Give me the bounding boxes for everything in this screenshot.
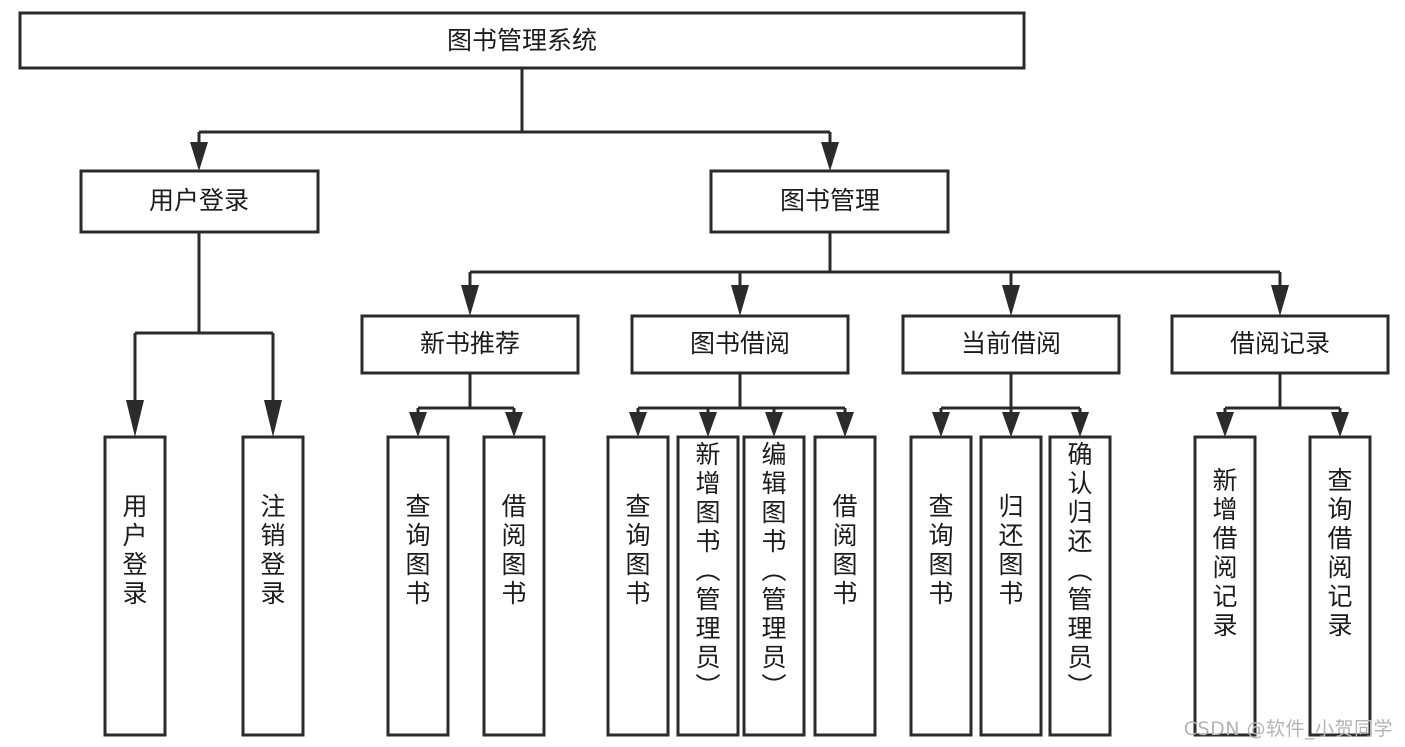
arrow-borrow-record (1271, 285, 1289, 316)
node-leaf-add-record-box[interactable] (1193, 435, 1257, 737)
node-leaf-borrow-book-1-box[interactable] (482, 435, 546, 737)
node-leaf-query-book-1-box[interactable] (386, 435, 450, 737)
node-new-book-recommend-box[interactable] (360, 314, 580, 375)
node-book-borrow-box[interactable] (630, 314, 850, 375)
node-leaf-query-book-3-box[interactable] (909, 435, 973, 737)
node-leaf-add-record[interactable]: 新增借阅记录 (1193, 435, 1257, 737)
node-leaf-user-logout-box[interactable] (241, 435, 305, 737)
node-leaf-confirm-return-box[interactable] (1048, 435, 1112, 737)
node-leaf-user-logout[interactable]: 注销登录 (241, 435, 305, 737)
node-new-book-recommend[interactable]: 新书推荐 (360, 314, 580, 375)
node-current-borrow[interactable]: 当前借阅 (901, 314, 1121, 375)
node-user-login-label: 用户登录 (149, 186, 249, 215)
arrow-book-manage (821, 142, 839, 171)
node-leaf-add-book-label: 新增图书︵管理员︶ (695, 440, 720, 701)
arrow-query-book-2 (629, 412, 647, 437)
node-borrow-record[interactable]: 借阅记录 (1170, 314, 1390, 375)
node-leaf-query-book-1[interactable]: 查询图书 (386, 435, 450, 737)
node-leaf-borrow-book-2-box[interactable] (813, 435, 877, 737)
node-leaf-query-book-3-label: 查询图书 (928, 492, 953, 608)
arrow-query-book-3 (932, 412, 950, 437)
node-book-manage-box[interactable] (709, 169, 950, 234)
node-user-login-box[interactable] (79, 169, 320, 234)
node-leaf-return-book-label: 归还图书 (998, 492, 1023, 608)
node-leaf-edit-book-box[interactable] (742, 435, 806, 737)
node-leaf-add-book-box[interactable] (676, 435, 740, 737)
arrow-new-book-recommend (461, 285, 479, 316)
arrow-borrow-book-2 (836, 412, 854, 437)
node-leaf-borrow-book-2[interactable]: 借阅图书 (813, 435, 877, 737)
node-new-book-recommend-label: 新书推荐 (420, 329, 520, 358)
node-user-login[interactable]: 用户登录 (79, 169, 320, 234)
node-leaf-query-book-2[interactable]: 查询图书 (606, 435, 670, 737)
node-leaf-user-login[interactable]: 用户登录 (103, 435, 167, 737)
node-root-box[interactable] (18, 11, 1026, 70)
node-leaf-query-book-2-label: 查询图书 (625, 492, 650, 608)
node-borrow-record-box[interactable] (1170, 314, 1390, 375)
arrow-return-book (1002, 412, 1020, 437)
node-leaf-query-book-1-label: 查询图书 (405, 492, 430, 608)
node-book-manage-label: 图书管理 (780, 186, 880, 215)
arrow-leaf-user-login (126, 400, 144, 437)
node-leaf-borrow-book-1-label: 借阅图书 (501, 492, 526, 608)
node-leaf-user-login-box[interactable] (103, 435, 167, 737)
node-leaf-borrow-book-1[interactable]: 借阅图书 (482, 435, 546, 737)
arrow-query-book-1 (409, 412, 427, 437)
node-leaf-query-book-3[interactable]: 查询图书 (909, 435, 973, 737)
node-book-borrow-label: 图书借阅 (690, 329, 790, 358)
node-root[interactable]: 图书管理系统 (18, 11, 1026, 70)
arrow-add-book (699, 412, 717, 437)
node-leaf-user-logout-label: 注销登录 (260, 492, 285, 608)
node-leaf-return-book-box[interactable] (979, 435, 1043, 737)
arrow-borrow-book-1 (505, 412, 523, 437)
arrow-add-record (1216, 412, 1234, 437)
node-leaf-query-record[interactable]: 查询借阅记录 (1308, 435, 1372, 737)
arrow-confirm-return (1071, 412, 1089, 437)
node-root-label: 图书管理系统 (447, 26, 597, 55)
arrow-book-borrow (731, 285, 749, 316)
node-leaf-edit-book[interactable]: 编辑图书︵管理员︶ (742, 435, 806, 737)
node-leaf-user-login-label: 用户登录 (122, 492, 147, 608)
node-leaf-query-record-label: 查询借阅记录 (1327, 466, 1352, 640)
node-borrow-record-label: 借阅记录 (1230, 329, 1330, 358)
node-leaf-query-book-2-box[interactable] (606, 435, 670, 737)
node-leaf-add-record-label: 新增借阅记录 (1212, 466, 1237, 640)
arrow-query-record (1331, 412, 1349, 437)
edges-layer (126, 68, 1349, 437)
arrow-user-login (190, 142, 208, 171)
node-leaf-borrow-book-2-label: 借阅图书 (832, 492, 857, 608)
node-leaf-confirm-return-label: 确认归还︵管理员︶ (1067, 440, 1092, 701)
node-leaf-confirm-return[interactable]: 确认归还︵管理员︶ (1048, 435, 1112, 737)
arrow-current-borrow (1002, 285, 1020, 316)
node-book-manage[interactable]: 图书管理 (709, 169, 950, 234)
node-leaf-query-record-box[interactable] (1308, 435, 1372, 737)
arrow-edit-book (765, 412, 783, 437)
node-leaf-edit-book-label: 编辑图书︵管理员︶ (761, 440, 786, 701)
node-book-borrow[interactable]: 图书借阅 (630, 314, 850, 375)
arrow-leaf-user-logout (264, 400, 282, 437)
node-current-borrow-label: 当前借阅 (961, 329, 1061, 358)
node-leaf-add-book[interactable]: 新增图书︵管理员︶ (676, 435, 740, 737)
node-current-borrow-box[interactable] (901, 314, 1121, 375)
node-leaf-return-book[interactable]: 归还图书 (979, 435, 1043, 737)
